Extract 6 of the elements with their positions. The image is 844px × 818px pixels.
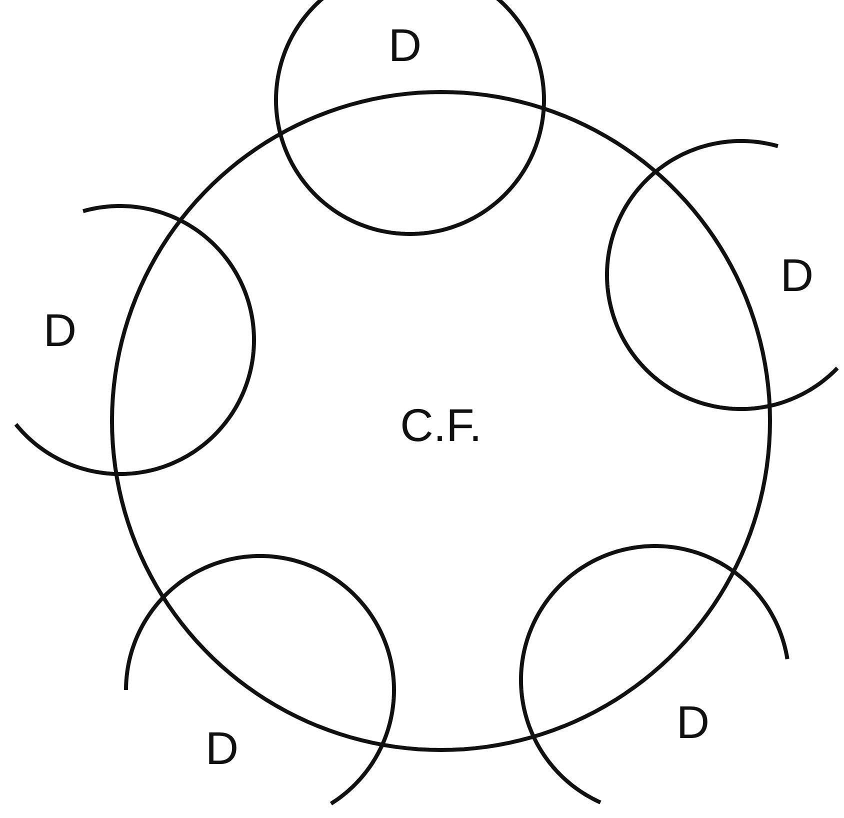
circle-label: D [43,307,77,353]
circle-label: D [780,252,814,298]
circle-label: D [388,22,422,68]
circle-label: C.F. [400,402,482,448]
circle-label: D [205,725,239,771]
circle-label: D [676,699,710,745]
